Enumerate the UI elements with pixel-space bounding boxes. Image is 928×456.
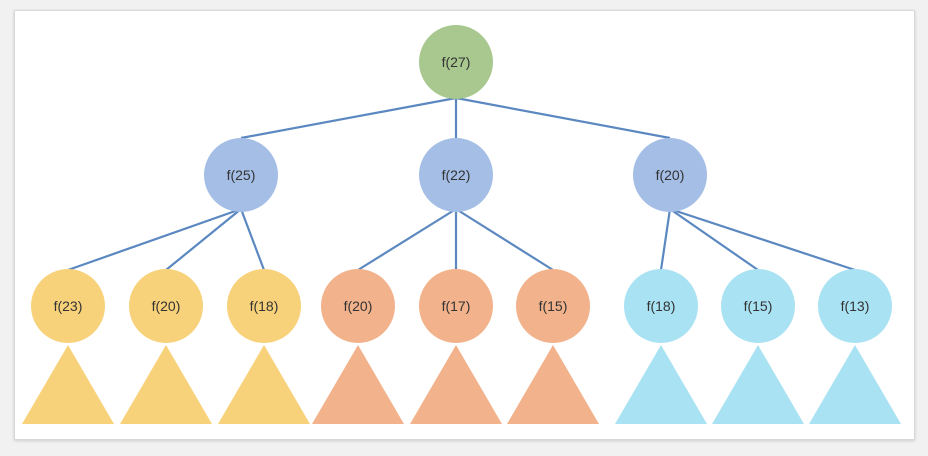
subtree-triangle bbox=[410, 345, 502, 424]
level1-node: f(22) bbox=[419, 138, 493, 212]
level2-node-circle bbox=[624, 269, 698, 343]
level2-node: f(20) bbox=[321, 269, 395, 343]
level1-node-circle bbox=[633, 138, 707, 212]
level2-node-label: f(13) bbox=[841, 298, 870, 314]
level2-node-label: f(17) bbox=[442, 298, 471, 314]
level2-node-circle bbox=[818, 269, 892, 343]
level2-node: f(18) bbox=[624, 269, 698, 343]
edge-l1-2-to-l2-2 bbox=[669, 207, 856, 272]
subtree-triangles bbox=[22, 345, 901, 424]
edge-l1-1-to-l2-2 bbox=[455, 208, 554, 271]
edge-l1-0-to-l2-1 bbox=[165, 208, 242, 271]
level2-node-circle bbox=[721, 269, 795, 343]
root-node-circle bbox=[419, 25, 493, 99]
level1-node: f(20) bbox=[633, 138, 707, 212]
level1-node: f(25) bbox=[204, 138, 278, 212]
subtree-triangle bbox=[809, 345, 901, 424]
level2-node-circle bbox=[321, 269, 395, 343]
level2-node-circle bbox=[419, 269, 493, 343]
level2-node-circle bbox=[129, 269, 203, 343]
level1-node-circle bbox=[419, 138, 493, 212]
root-node: f(27) bbox=[419, 25, 493, 99]
level2-node-label: f(18) bbox=[647, 298, 676, 314]
tree-edges bbox=[67, 96, 856, 272]
level2-node-label: f(23) bbox=[54, 298, 83, 314]
subtree-triangle bbox=[120, 345, 212, 424]
subtree-triangle bbox=[507, 345, 599, 424]
subtree-triangle bbox=[218, 345, 310, 424]
level2-node-label: f(18) bbox=[250, 298, 279, 314]
subtree-triangle bbox=[312, 345, 404, 424]
edge-l1-0-to-l2-0 bbox=[67, 207, 242, 272]
level1-node-label: f(22) bbox=[442, 167, 471, 183]
level2-node-label: f(15) bbox=[539, 298, 568, 314]
level2-node-label: f(15) bbox=[744, 298, 773, 314]
level1-node-label: f(20) bbox=[656, 167, 685, 183]
level2-node-label: f(20) bbox=[152, 298, 181, 314]
level2-node: f(15) bbox=[516, 269, 590, 343]
level1-node-label: f(25) bbox=[227, 167, 256, 183]
subtree-triangle bbox=[615, 345, 707, 424]
level1-node-circle bbox=[204, 138, 278, 212]
level2-node: f(15) bbox=[721, 269, 795, 343]
subtree-triangle bbox=[22, 345, 114, 424]
root-node-label: f(27) bbox=[442, 54, 471, 70]
level2-node-circle bbox=[31, 269, 105, 343]
level2-node: f(18) bbox=[227, 269, 301, 343]
level2-node: f(13) bbox=[818, 269, 892, 343]
edge-l1-2-to-l2-0 bbox=[659, 208, 672, 271]
edge-l1-0-to-l2-2 bbox=[239, 208, 266, 271]
subtree-triangle bbox=[712, 345, 804, 424]
level2-node-circle bbox=[516, 269, 590, 343]
edge-l1-1-to-l2-0 bbox=[357, 208, 457, 271]
edge-l1-2-to-l2-1 bbox=[669, 208, 759, 271]
level2-node-circle bbox=[227, 269, 301, 343]
edge-root-to-l1-2 bbox=[455, 96, 671, 140]
tree-nodes: f(27) f(25) f(23) f(20) f(18) f(22) f(20) f(17)… bbox=[31, 25, 892, 343]
level2-node-label: f(20) bbox=[344, 298, 373, 314]
level2-node: f(20) bbox=[129, 269, 203, 343]
level2-node: f(17) bbox=[419, 269, 493, 343]
level2-node: f(23) bbox=[31, 269, 105, 343]
edge-root-to-l1-0 bbox=[240, 96, 457, 140]
